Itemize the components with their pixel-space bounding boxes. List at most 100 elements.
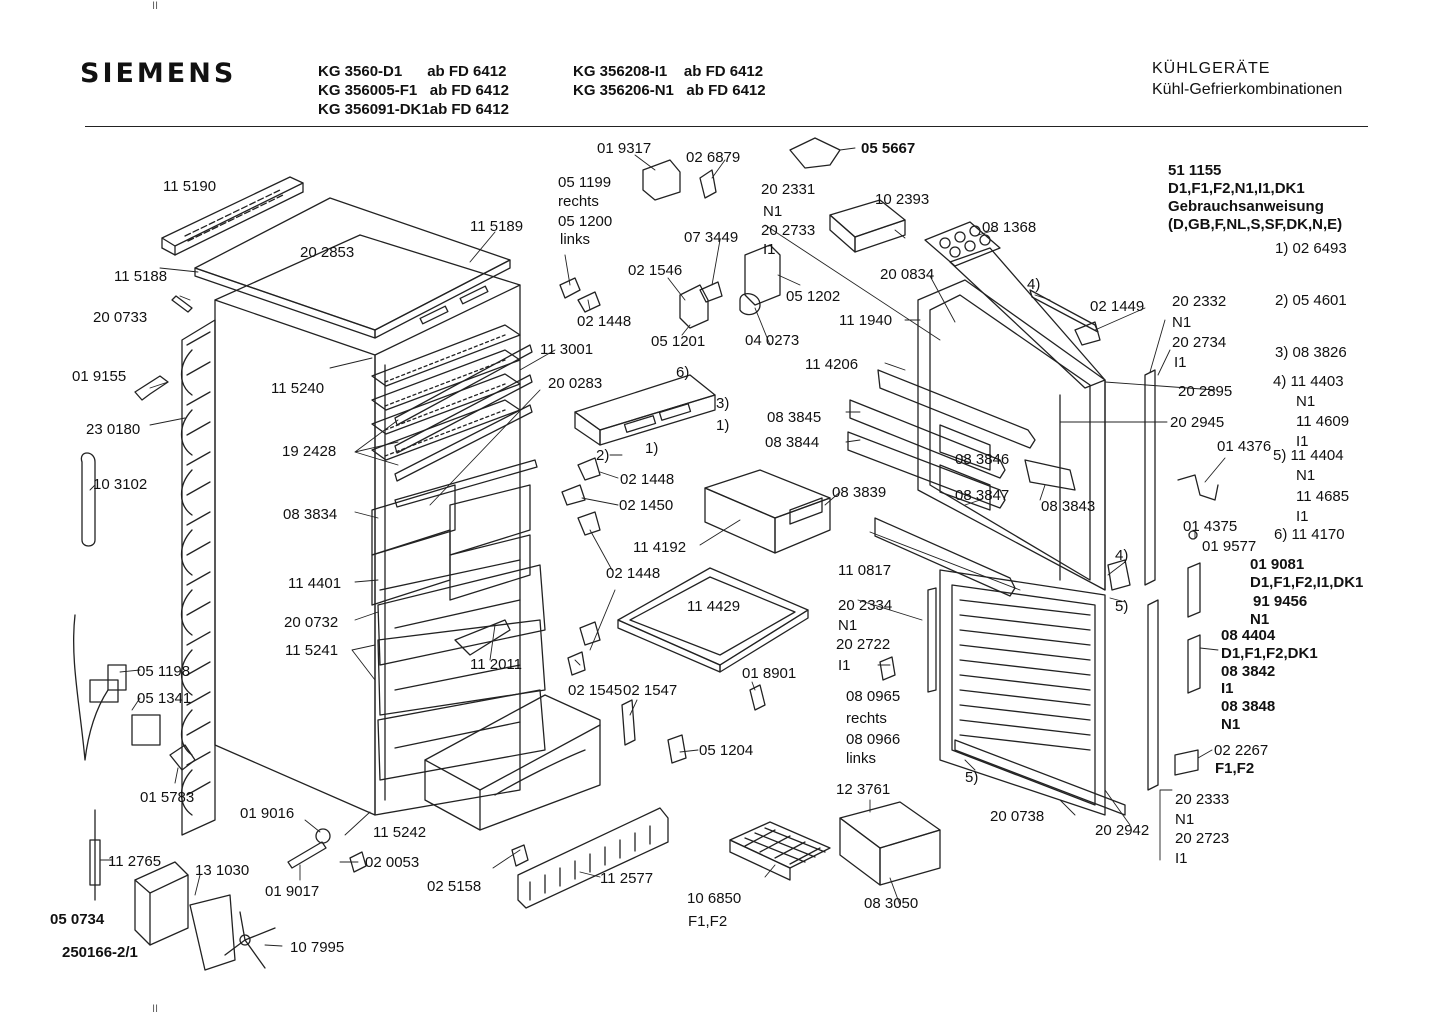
hinge-plate-1 [1188,563,1200,617]
part-number-label: 02 6879 [686,149,741,166]
bottom-strip [955,740,1125,815]
base-grille [518,808,668,908]
part-number-label: 02 1546 [628,262,683,279]
part-number-label: 07 3449 [684,229,739,246]
part-number-label: rechts [558,193,599,210]
part-number-label: 02 1448 [577,313,632,330]
part-number-label: I1 [1175,850,1188,867]
part-number-label: D1,F1,F2,DK1 [1221,645,1318,662]
category-block: KÜHLGERÄTE Kühl-Gefrierkombinationen [1152,58,1342,100]
part-number-label: 11 2011 [470,656,522,673]
part-number-label: 10 2393 [875,191,930,208]
seal-strip-3 [1148,600,1158,790]
part-number-label: 05 1341 [137,690,192,707]
part-number-label: I1 [1221,680,1234,697]
part-number-label: 20 2942 [1095,822,1150,839]
bracket-part-2 [700,170,716,198]
lamp-cover-part [745,245,780,305]
part-number-label: 02 1547 [623,682,678,699]
screw-part-2 [750,685,765,710]
part-number-label: 05 1200 [558,213,613,230]
part-number-label: 08 1368 [982,219,1037,236]
part-number-label: 11 3001 [540,341,594,358]
manual-models: D1,F1,F2,N1,I1,DK1 [1168,180,1305,197]
part-number-label: 11 5190 [163,178,217,195]
cap-part [316,829,330,843]
part-number-label: 08 3843 [1041,498,1096,515]
part-number-label: I1 [1174,354,1187,371]
thermostat-sensor [622,700,635,745]
part-number-label: 02 1545 [568,682,623,699]
part-number-label: N1 [1175,811,1195,828]
part-number-label: 11 5188 [114,268,168,285]
part-number-label: 01 8901 [742,665,797,682]
part-number-label: 02 5158 [427,878,482,895]
category-title: KÜHLGERÄTE [1152,60,1271,77]
hinge-part-5 [578,512,600,535]
freezer-drawer [425,695,600,830]
fridge-door [918,248,1105,590]
meat-tray [705,470,830,553]
part-number-label: 02 2267 [1214,742,1269,759]
part-number-label: 20 2895 [1178,383,1233,400]
clip-part [172,296,192,312]
part-number-label: 11 4206 [805,356,859,373]
part-number-label: 08 3834 [283,506,338,523]
part-number-label: 20 0283 [548,375,603,392]
part-number-label: 01 9017 [265,883,320,900]
part-number-label: 11 0817 [838,562,892,579]
spring-part [1178,475,1218,500]
part-number-label: 4) [1115,547,1129,564]
model-line: KG 356005-F1 ab FD 6412 [318,82,509,99]
lamp-assembly [680,282,760,328]
washer-part [1189,531,1197,539]
part-number-label: F1,F2 [1215,760,1255,777]
part-number-label: 20 0738 [990,808,1045,825]
part-number-label: N1 [1250,611,1270,628]
part-number-label: 250166-2/1 [62,944,138,961]
part-number-label: 11 1940 [839,312,893,329]
fan-box-part [643,160,680,200]
part-number-label: 20 2332 [1172,293,1227,310]
footnote-4: 4) 11 4403 [1273,373,1344,390]
part-number-label: 05 5667 [861,140,916,157]
part-number-label: 5) [965,769,979,786]
cover-part [1175,750,1198,775]
hinge-part-1 [560,278,580,298]
part-number-label: 20 2733 [761,222,816,239]
part-number-label: 5) [1115,598,1129,615]
manual-languages: (D,GB,F,NL,S,SF,DK,N,E) [1168,216,1343,233]
part-number-label: 08 3844 [765,434,820,451]
fan-motor [190,895,275,970]
hinge-part-8 [1108,560,1130,590]
part-number-label: 08 3847 [955,487,1010,504]
part-number-label: 11 2765 [108,853,162,870]
part-number-label: 11 4401 [288,575,342,592]
part-number-label: 20 2331 [761,181,816,198]
part-number-label: 05 1201 [651,333,706,350]
part-number-label: 08 3848 [1221,698,1276,715]
part-number-label: 08 3050 [864,895,919,912]
hinge-part-6 [580,622,600,645]
footnote-4-variant: N1 [1296,393,1316,410]
hinge-part-7 [568,652,585,675]
part-number-label: 3) [716,395,730,412]
part-number-label: 05 1202 [786,288,841,305]
top-cover-part [195,198,510,338]
part-number-label: links [846,750,877,767]
header-divider [85,126,1368,127]
part-number-label: 19 2428 [282,443,337,460]
manual-title: Gebrauchsanweisung [1168,198,1324,215]
condenser-coil [182,320,216,835]
footnote-5-variant: N1 [1296,467,1316,484]
part-number-label: 04 0273 [745,332,800,349]
part-number-label: 11 5240 [271,380,325,397]
bracket-part [135,376,168,400]
pin-part [288,842,326,868]
part-number-label: 05 1198 [137,663,191,680]
part-number-label: 91 9456 [1253,593,1308,610]
part-number-label: 08 0965 [846,688,901,705]
footnote-5-part: 11 4685 [1296,488,1350,505]
